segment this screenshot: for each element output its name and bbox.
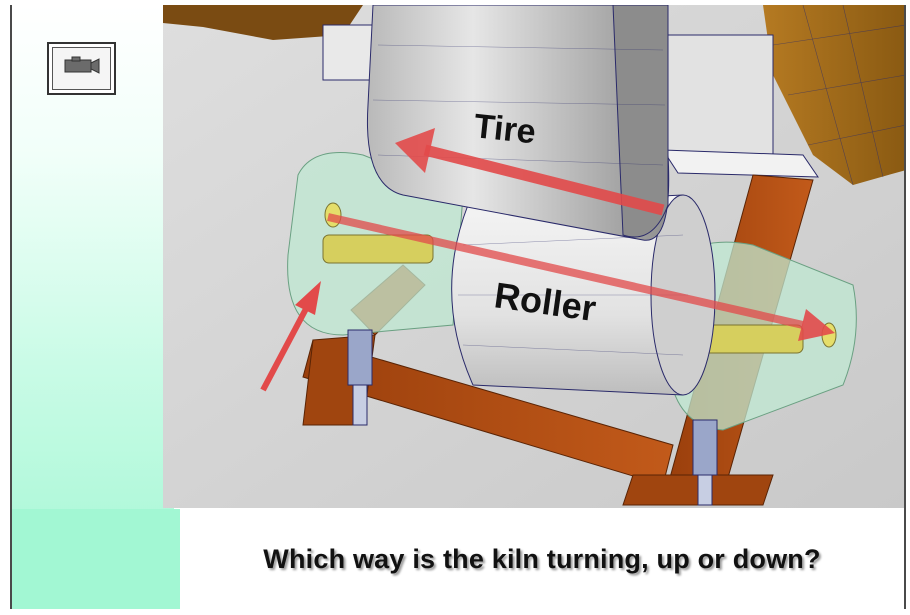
tire: [366, 5, 670, 241]
question-banner: Which way is the kiln turning, up or dow…: [180, 509, 904, 609]
tire-label: Tire: [472, 107, 537, 151]
left-gradient-band: [12, 5, 174, 609]
kiln-shell-left: [163, 5, 363, 40]
kiln-bracket-right: [667, 34, 774, 156]
anchor-bolt-right: [692, 419, 718, 506]
kiln-roller-illustration: Tire Roller: [163, 5, 904, 508]
kiln-bracket-left: [322, 24, 379, 81]
kiln-clamp: [662, 149, 819, 178]
anchor-bolt-left: [347, 329, 373, 426]
slide: Tire Roller Which way is the kiln turnin…: [10, 5, 906, 609]
tire-direction-arrow: [395, 128, 665, 216]
upward-motion-arrow: [260, 281, 321, 392]
question-text: Which way is the kiln turning, up or dow…: [263, 543, 821, 574]
video-camera-icon: [62, 56, 102, 81]
roller-direction-arrow: [327, 213, 835, 341]
video-play-button[interactable]: [47, 42, 116, 95]
bottom-accent-band: [12, 509, 180, 609]
kiln-shell-right: [763, 5, 904, 185]
